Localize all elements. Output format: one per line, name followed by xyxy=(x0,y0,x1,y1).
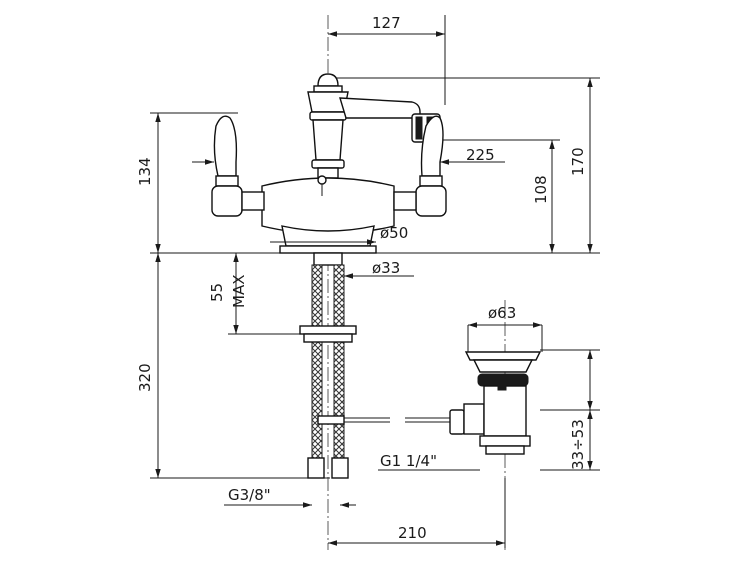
left-handle xyxy=(211,115,265,217)
dimension-lines xyxy=(155,31,593,546)
dim-base-dia: ø50 xyxy=(380,224,408,242)
dim-55: 55 xyxy=(208,283,226,302)
dim-max: MAX xyxy=(230,275,248,308)
dim-shank-dia: ø33 xyxy=(372,259,400,277)
dim-waste-range: 33÷53 xyxy=(569,419,587,470)
dim-320: 320 xyxy=(136,363,154,392)
faucet-body xyxy=(261,73,441,254)
pop-up-waste xyxy=(405,351,542,455)
dim-108: 108 xyxy=(532,175,550,204)
hoses xyxy=(299,252,390,479)
dim-170: 170 xyxy=(569,147,587,176)
dim-210: 210 xyxy=(398,524,427,542)
dim-127: 127 xyxy=(372,14,401,32)
dim-225: 225 xyxy=(466,146,495,164)
dim-waste-dia: ø63 xyxy=(488,304,516,322)
dim-134: 134 xyxy=(136,157,154,186)
right-handle xyxy=(393,115,447,217)
dim-waste-thread: G1 1/4" xyxy=(380,452,437,470)
reference-lines xyxy=(150,15,600,548)
dim-hose-thread: G3/8" xyxy=(228,486,271,504)
dimension-labels: 127 225 134 108 170 ø50 ø33 55 MAX 320 ø… xyxy=(136,14,587,542)
